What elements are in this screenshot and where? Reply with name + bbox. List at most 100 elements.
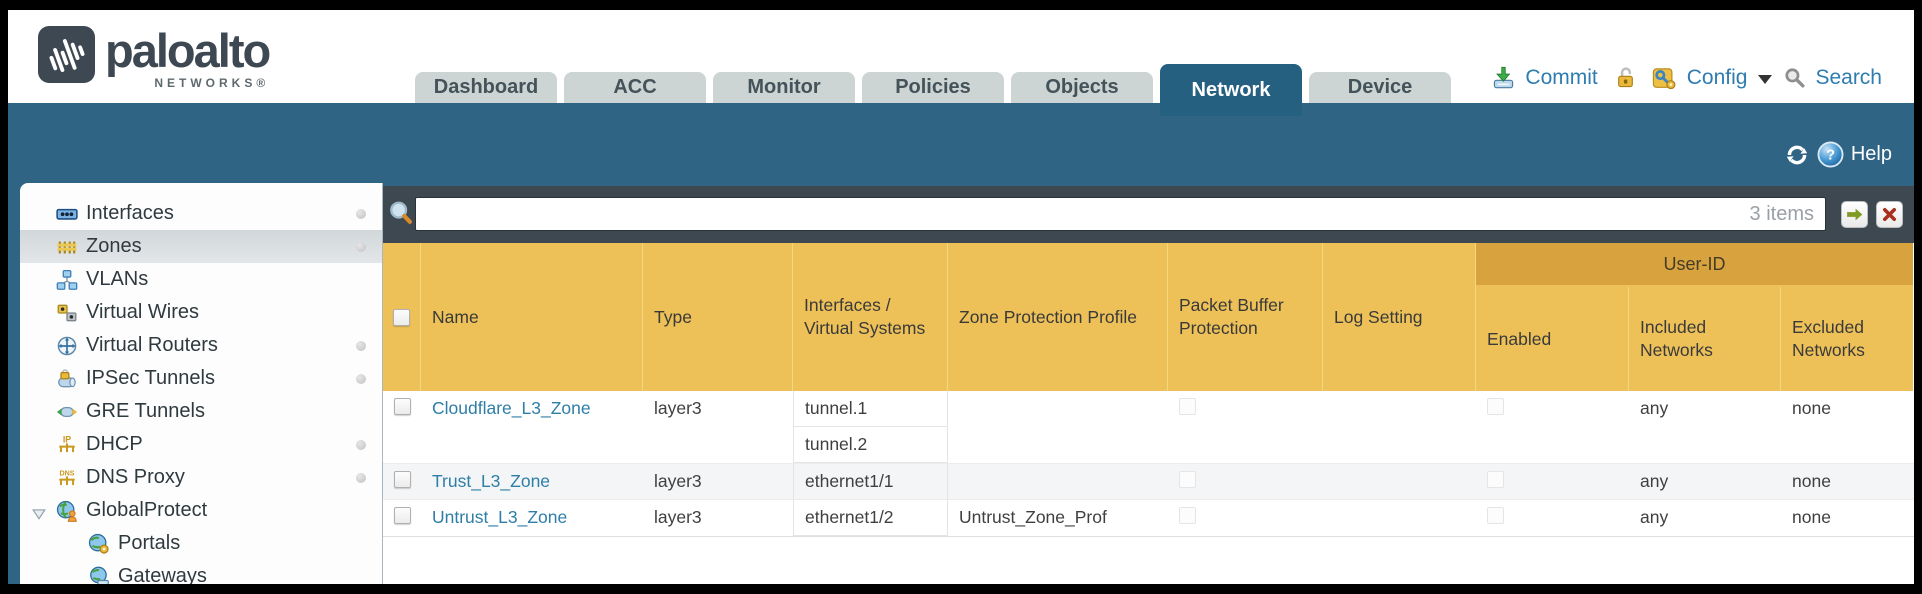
sidebar-item-label: GlobalProtect	[86, 499, 208, 521]
filter-input[interactable]	[415, 197, 1826, 231]
table-row: Untrust_L3_Zone layer3 ethernet1/2 Untru…	[383, 500, 1914, 537]
tab-network[interactable]: Network	[1160, 64, 1302, 116]
status-dot	[356, 439, 366, 450]
sidebar-item-label: VLANs	[86, 268, 149, 290]
zone-type: layer3	[654, 398, 702, 418]
packet-buffer-checkbox[interactable]	[1179, 471, 1196, 488]
select-all-cell	[383, 243, 421, 391]
top-bar: paloalto NETWORKS® Dashboard ACC Monitor…	[8, 10, 1914, 116]
col-header-zone-protection-profile[interactable]: Zone Protection Profile	[948, 243, 1168, 391]
tab-policies[interactable]: Policies	[862, 72, 1004, 103]
tab-objects[interactable]: Objects	[1011, 72, 1153, 103]
apply-filter-button[interactable]	[1841, 201, 1868, 228]
zone-name-link[interactable]: Trust_L3_Zone	[432, 471, 551, 491]
row-checkbox[interactable]	[393, 471, 411, 488]
select-all-checkbox[interactable]	[393, 308, 410, 326]
virtual-wires-icon	[56, 302, 78, 324]
excluded-networks: none	[1792, 398, 1831, 418]
tab-monitor[interactable]: Monitor	[713, 72, 855, 103]
svg-text:DNS: DNS	[59, 469, 74, 477]
sidebar-item-label: Portals	[118, 532, 181, 554]
brand-subtitle: NETWORKS®	[154, 76, 270, 91]
caret-down-icon[interactable]	[1758, 75, 1773, 84]
green-arrow-icon	[1847, 208, 1863, 221]
col-header-excluded-networks[interactable]: Excluded Networks	[1781, 287, 1913, 391]
commit-icon	[1491, 65, 1516, 90]
sidebar-item-gateways[interactable]: Gateways	[20, 560, 382, 584]
zone-interfaces: tunnel.1 tunnel.2	[793, 391, 948, 463]
included-networks: any	[1640, 507, 1669, 527]
refresh-icon[interactable]	[1784, 142, 1810, 168]
interface-value: tunnel.1	[794, 391, 947, 427]
log-setting	[1323, 391, 1476, 463]
zone-protection-profile: Untrust_Zone_Prof	[959, 507, 1107, 527]
sidebar-item-label: IPSec Tunnels	[86, 367, 215, 389]
sidebar-item-gre-tunnels[interactable]: GRE Tunnels	[20, 395, 382, 428]
sidebar-item-virtual-routers[interactable]: Virtual Routers	[20, 329, 382, 362]
col-header-packet-buffer-protection[interactable]: Packet Buffer Protection	[1168, 243, 1323, 391]
main-nav-tabs: Dashboard ACC Monitor Policies Objects N…	[415, 64, 1451, 116]
help-icon[interactable]: ?	[1817, 141, 1844, 168]
col-header-included-networks[interactable]: Included Networks	[1629, 287, 1781, 391]
status-dot	[356, 241, 366, 252]
sidebar-item-vlans[interactable]: VLANs	[20, 263, 382, 296]
log-setting	[1323, 464, 1476, 499]
config-button[interactable]: Config	[1686, 65, 1748, 89]
sidebar-item-label: GRE Tunnels	[86, 400, 205, 422]
globalprotect-icon	[56, 500, 78, 522]
col-header-name[interactable]: Name	[421, 243, 643, 391]
user-id-column-group: User-ID Enabled Included Networks Exclud…	[1476, 243, 1913, 391]
zone-name-link[interactable]: Untrust_L3_Zone	[432, 507, 568, 527]
zone-name-link[interactable]: Cloudflare_L3_Zone	[432, 398, 591, 418]
sidebar-item-label: Virtual Wires	[86, 301, 199, 323]
sidebar-item-virtual-wires[interactable]: Virtual Wires	[20, 296, 382, 329]
clear-filter-button[interactable]	[1876, 201, 1903, 228]
row-checkbox[interactable]	[393, 398, 411, 415]
main-content: 3 items Name Type Interfaces / Virtual S…	[383, 186, 1914, 584]
status-dot	[356, 373, 366, 384]
filter-bar: 3 items	[383, 186, 1914, 243]
sidebar-item-portals[interactable]: Portals	[20, 527, 382, 560]
expand-triangle-icon[interactable]	[32, 504, 46, 527]
sidebar-item-globalprotect[interactable]: GlobalProtect	[20, 494, 382, 527]
items-count: 3 items	[1749, 203, 1814, 225]
sidebar-item-label: DNS Proxy	[86, 466, 185, 488]
search-button[interactable]: Search	[1815, 65, 1882, 89]
help-label[interactable]: Help	[1850, 143, 1892, 165]
packet-buffer-checkbox[interactable]	[1179, 507, 1196, 524]
gateways-icon	[88, 566, 110, 584]
status-dot	[356, 340, 366, 351]
user-id-enabled-checkbox[interactable]	[1487, 471, 1504, 488]
tab-acc[interactable]: ACC	[564, 72, 706, 103]
zone-protection-profile	[948, 464, 1168, 499]
tab-device[interactable]: Device	[1309, 72, 1451, 103]
gre-tunnels-icon	[56, 401, 78, 423]
portals-icon	[88, 533, 110, 555]
vlans-icon	[56, 269, 78, 291]
paloalto-logo-icon	[38, 26, 95, 88]
row-checkbox[interactable]	[393, 507, 411, 524]
log-setting	[1323, 500, 1476, 536]
sidebar-item-dns-proxy[interactable]: DNS DNS Proxy	[20, 461, 382, 494]
packet-buffer-checkbox[interactable]	[1179, 398, 1196, 415]
col-header-interfaces[interactable]: Interfaces / Virtual Systems	[793, 243, 948, 391]
lock-icon[interactable]	[1613, 65, 1638, 90]
user-id-enabled-checkbox[interactable]	[1487, 398, 1504, 415]
sidebar-item-ipsec-tunnels[interactable]: IPSec Tunnels	[20, 362, 382, 395]
interfaces-icon	[56, 203, 78, 225]
col-header-log-setting[interactable]: Log Setting	[1323, 243, 1476, 391]
commit-button[interactable]: Commit	[1525, 65, 1598, 89]
interface-value: tunnel.2	[794, 427, 947, 463]
user-id-group-header: User-ID	[1476, 243, 1913, 287]
sidebar-item-dhcp[interactable]: IP DHCP	[20, 428, 382, 461]
sidebar-item-zones[interactable]: Zones	[20, 230, 382, 263]
tab-dashboard[interactable]: Dashboard	[415, 72, 557, 103]
zones-table-header: Name Type Interfaces / Virtual Systems Z…	[383, 243, 1914, 391]
user-id-enabled-checkbox[interactable]	[1487, 507, 1504, 524]
zone-protection-profile	[948, 391, 1168, 463]
col-header-enabled[interactable]: Enabled	[1476, 287, 1629, 391]
sidebar-item-interfaces[interactable]: Interfaces	[20, 197, 382, 230]
interface-value: ethernet1/1	[805, 471, 894, 491]
col-header-type[interactable]: Type	[643, 243, 793, 391]
included-networks: any	[1640, 471, 1669, 491]
